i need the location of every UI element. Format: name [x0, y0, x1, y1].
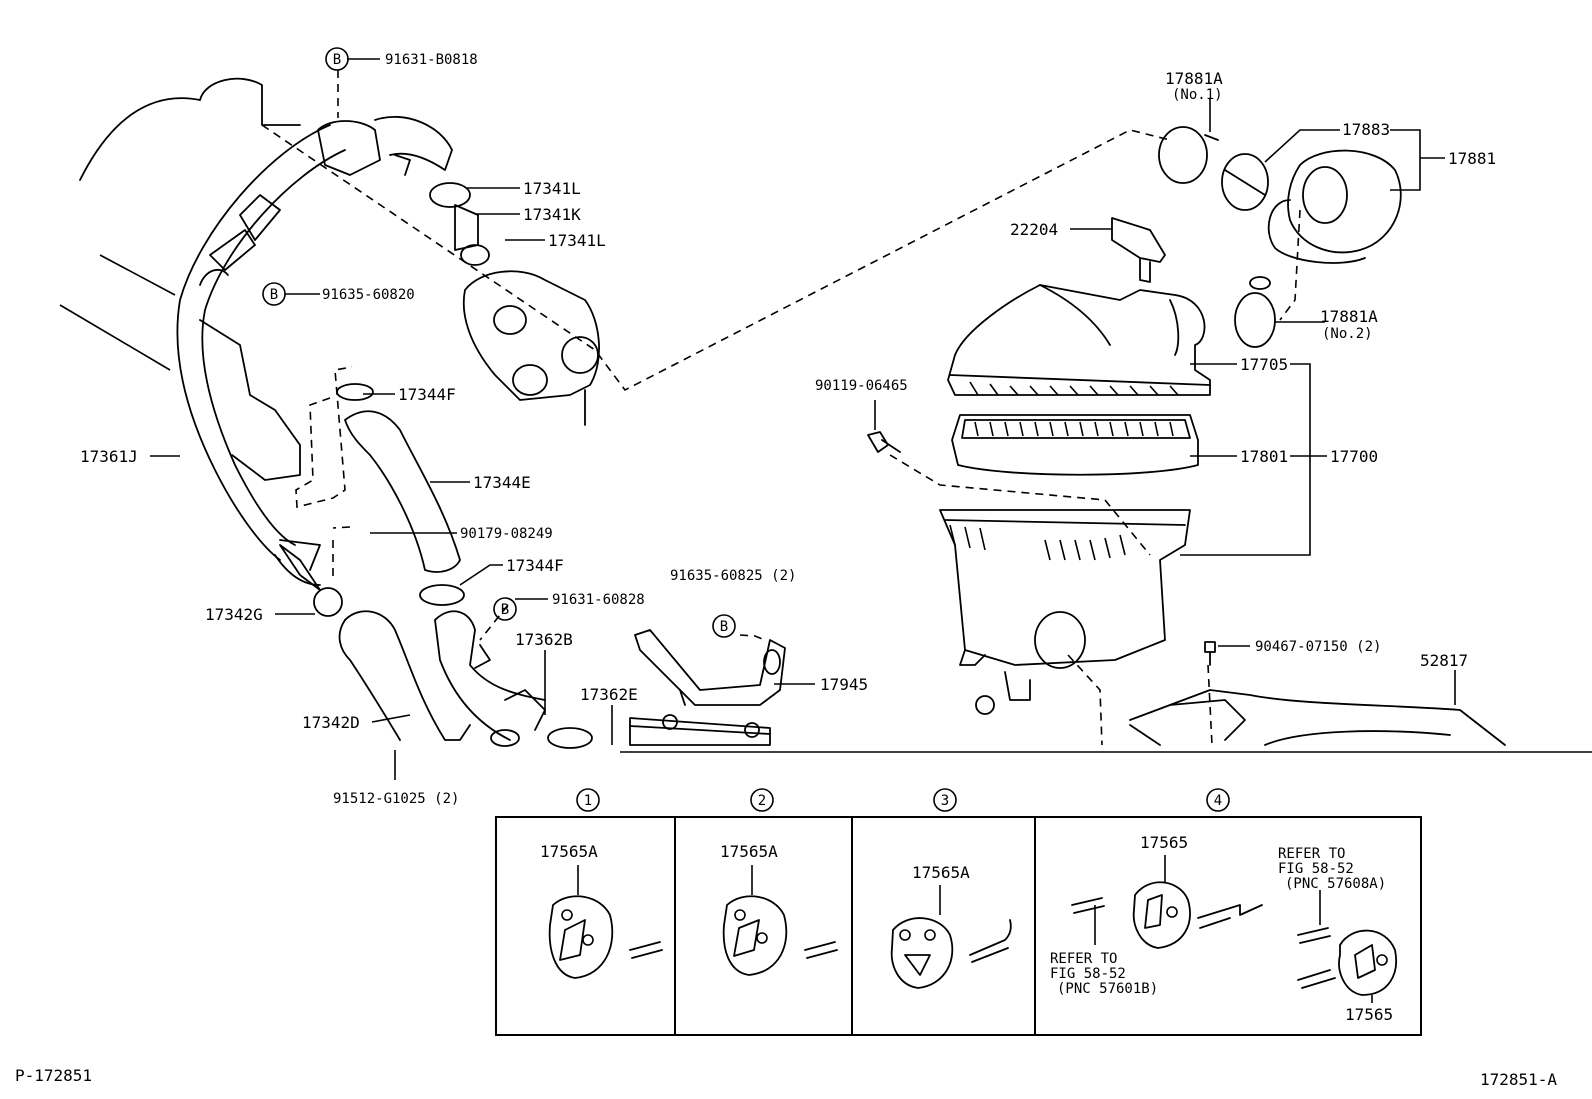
throttle-body	[429, 182, 600, 426]
label-17341l-top: 17341L	[523, 179, 581, 198]
label-17342g: 17342G	[205, 605, 263, 624]
label-17700: 17700	[1330, 447, 1378, 466]
label-17801: 17801	[1240, 447, 1288, 466]
label-22204: 22204	[1010, 220, 1058, 239]
callout-b-1: B	[325, 47, 349, 71]
footer-left-code: P-172851	[15, 1066, 92, 1085]
svg-text:3: 3	[941, 793, 949, 809]
hose-17362B	[434, 610, 593, 749]
label-17344e: 17344E	[473, 473, 531, 492]
hanger-icon-3	[890, 917, 1012, 989]
hose-17361J	[176, 124, 346, 591]
label-17361j: 17361J	[80, 447, 138, 466]
variant-1-part: 17565A	[540, 842, 598, 861]
svg-text:4: 4	[1214, 793, 1222, 809]
air-cleaner-cap-17705	[947, 284, 1211, 396]
label-17362e: 17362E	[580, 685, 638, 704]
svg-text:B: B	[270, 287, 278, 303]
svg-text:B: B	[720, 619, 728, 635]
airflow-meter-17881	[1158, 126, 1402, 264]
label-90119-06465: 90119-06465	[815, 378, 908, 394]
variant-number-3: 3	[933, 788, 957, 812]
sensor-22204	[1111, 217, 1166, 283]
variant-3-part: 17565A	[912, 863, 970, 882]
label-91635-60825: 91635-60825 (2)	[670, 568, 796, 584]
variant-number-1: 1	[576, 788, 600, 812]
label-17881: 17881	[1448, 149, 1496, 168]
variant-4-part-bottom: 17565	[1345, 1005, 1393, 1024]
label-91631-60828: 91631-60828	[552, 592, 645, 608]
variant-number-2: 2	[750, 788, 774, 812]
bolt-90467	[1204, 641, 1216, 666]
refer-left-line1: REFER TO	[1050, 951, 1117, 967]
engine-outline	[59, 77, 301, 481]
hose-assembly-upper	[199, 115, 453, 286]
refer-right-line3: (PNC 57608A)	[1285, 876, 1386, 892]
label-17881a-no1: 17881A	[1165, 69, 1223, 88]
callout-b-2: B	[262, 282, 286, 306]
label-17344f-top: 17344F	[398, 385, 456, 404]
variant-number-4: 4	[1206, 788, 1230, 812]
variant-table: 1 2 3 4 17565A 17565A	[495, 788, 1422, 1036]
hanger-icon-4a	[1071, 881, 1263, 949]
svg-text:1: 1	[584, 793, 592, 809]
refer-right-line2: FIG 58-52	[1278, 861, 1354, 877]
svg-text:B: B	[501, 602, 509, 618]
variant-2-part: 17565A	[720, 842, 778, 861]
air-cleaner-case	[939, 509, 1191, 715]
refer-right-line1: REFER TO	[1278, 846, 1345, 862]
hose-17342D	[313, 587, 471, 741]
refer-left-line3: (PNC 57601B)	[1057, 981, 1158, 997]
label-17881a-no2: 17881A	[1320, 307, 1378, 326]
duct-52817	[1129, 689, 1506, 746]
hanger-icon-4b	[1297, 927, 1397, 996]
label-17945: 17945	[820, 675, 868, 694]
label-91635-60820: 91635-60820	[322, 287, 415, 303]
label-17705: 17705	[1240, 355, 1288, 374]
refer-left-line2: FIG 58-52	[1050, 966, 1126, 982]
leader-lines	[150, 58, 1456, 780]
bracket-17945	[634, 629, 786, 706]
bolt-90119	[867, 431, 901, 453]
variant-4-part-top: 17565	[1140, 833, 1188, 852]
callout-b-4: B	[712, 614, 736, 638]
label-17883: 17883	[1342, 120, 1390, 139]
dashed-leaders	[261, 70, 1301, 746]
label-17341k: 17341K	[523, 205, 581, 224]
label-no1: (No.1)	[1172, 87, 1223, 103]
hose-17344E	[336, 383, 465, 606]
label-17344f-bottom: 17344F	[506, 556, 564, 575]
hanger-icon-2	[722, 895, 838, 976]
label-90467-07150: 90467-07150 (2)	[1255, 639, 1381, 655]
label-90179-08249: 90179-08249	[460, 526, 553, 542]
label-17362b: 17362B	[515, 630, 573, 649]
footer-right-code: 172851-A	[1480, 1070, 1557, 1089]
intercooler-17362E	[629, 714, 771, 746]
label-17341l-bottom: 17341L	[548, 231, 606, 250]
part-labels: 91631-B0818 17341L 17341K 17341L 91635-6…	[80, 52, 1496, 807]
label-no2: (No.2)	[1322, 326, 1373, 342]
label-91512-g1025: 91512-G1025 (2)	[333, 791, 459, 807]
label-17342d: 17342D	[302, 713, 360, 732]
label-52817: 52817	[1420, 651, 1468, 670]
label-91631-b0818: 91631-B0818	[385, 52, 478, 68]
hanger-icon-1	[548, 895, 663, 979]
callout-b-3: B	[493, 597, 517, 621]
clamp-17881A-no2	[1234, 276, 1276, 348]
svg-text:2: 2	[758, 793, 766, 809]
filter-element-17801	[951, 414, 1199, 476]
svg-text:B: B	[333, 52, 341, 68]
